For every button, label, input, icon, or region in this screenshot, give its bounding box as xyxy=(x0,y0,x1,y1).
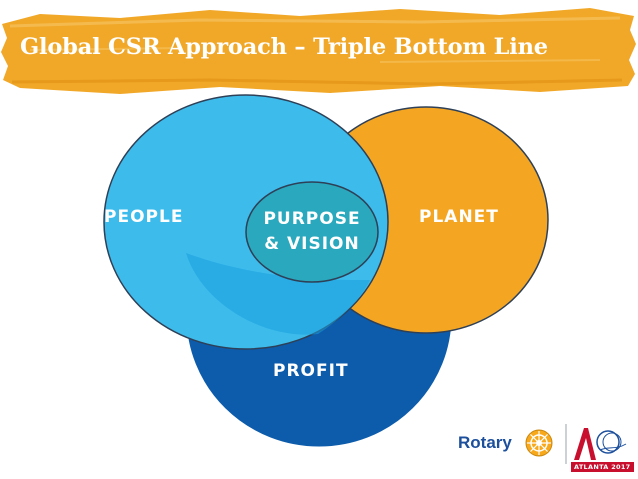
profit-label: PROFIT xyxy=(273,361,349,381)
people-label: PEOPLE xyxy=(104,207,184,227)
vision-label: & VISION xyxy=(264,234,360,254)
rotary-logo-text: Rotary xyxy=(458,433,512,452)
purpose-vision-label: PURPOSE & VISION xyxy=(250,207,374,257)
atlanta-2017-label: ATLANTA 2017 xyxy=(571,462,634,472)
people-profit-overlap xyxy=(186,253,370,335)
rotary-wheel-icon xyxy=(525,429,553,457)
footer-logos: Rotary ATLANTA 2017 xyxy=(440,418,638,479)
purpose-label: PURPOSE xyxy=(263,209,361,229)
purpose-vision-circle xyxy=(245,181,379,283)
page-title: Global CSR Approach – Triple Bottom Line xyxy=(20,34,548,60)
title-banner xyxy=(1,8,636,94)
planet-label: PLANET xyxy=(419,207,499,227)
convention-logo-icon xyxy=(565,424,627,464)
